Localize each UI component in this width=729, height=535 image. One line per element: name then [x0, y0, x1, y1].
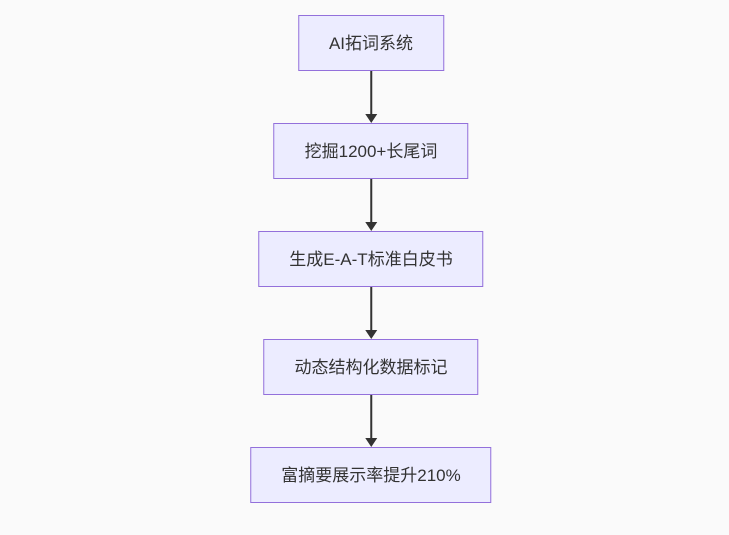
- flow-edge-1: [364, 71, 377, 123]
- arrow-down-icon: [364, 222, 377, 231]
- arrow-down-icon: [364, 114, 377, 123]
- node-label: 挖掘1200+长尾词: [304, 141, 438, 161]
- node-label: AI拓词系统: [328, 33, 414, 53]
- flow-node-ai-system: AI拓词系统: [297, 15, 445, 71]
- flow-edge-3: [364, 287, 377, 339]
- node-label: 动态结构化数据标记: [294, 357, 448, 377]
- arrow-down-icon: [364, 438, 377, 447]
- flow-edge-2: [364, 179, 377, 231]
- flow-node-structured-data: 动态结构化数据标记: [263, 339, 479, 395]
- flowchart: AI拓词系统 挖掘1200+长尾词 生成E-A-T标准白皮书 动态结构化数据标记: [250, 15, 492, 503]
- node-label: 富摘要展示率提升210%: [281, 465, 461, 485]
- arrow-line: [369, 395, 372, 439]
- flow-edge-4: [364, 395, 377, 447]
- node-label: 生成E-A-T标准白皮书: [289, 249, 453, 269]
- arrow-line: [369, 71, 372, 115]
- arrow-line: [369, 287, 372, 331]
- flow-node-eat-whitepaper: 生成E-A-T标准白皮书: [258, 231, 484, 287]
- flow-node-rich-snippet-result: 富摘要展示率提升210%: [250, 447, 492, 503]
- flow-node-longtail-keywords: 挖掘1200+长尾词: [273, 123, 469, 179]
- arrow-line: [369, 179, 372, 223]
- arrow-down-icon: [364, 330, 377, 339]
